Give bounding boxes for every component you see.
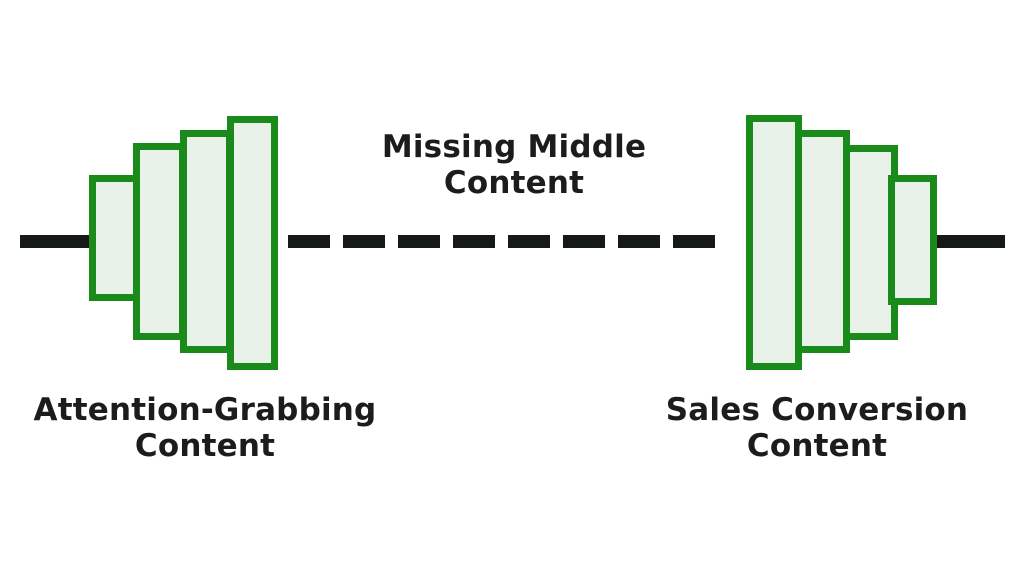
attention-grabbing-content-label: Attention-Grabbing Content — [33, 392, 377, 464]
track-segment-right-solid — [935, 234, 1005, 248]
track-segment-dash-2 — [343, 234, 385, 248]
sales-funnel-bar-1 — [746, 115, 802, 370]
sales-conversion-content-label: Sales Conversion Content — [665, 392, 969, 464]
sales-funnel-bar-4 — [888, 175, 937, 305]
track-segment-dash-8 — [673, 234, 715, 248]
sales-funnel-bar-2 — [795, 130, 850, 353]
track-segment-dash-5 — [508, 234, 550, 248]
track-segment-dash-4 — [453, 234, 495, 248]
track-segment-dash-7 — [618, 234, 660, 248]
attention-funnel-bar-4 — [227, 116, 278, 370]
track-segment-left-solid — [20, 234, 90, 248]
attention-funnel-bar-2 — [133, 143, 186, 340]
track-segment-dash-6 — [563, 234, 605, 248]
track-segment-dash-1 — [288, 234, 330, 248]
track-segment-dash-3 — [398, 234, 440, 248]
missing-middle-content-label: Missing Middle Content — [381, 129, 647, 201]
attention-funnel-bar-3 — [180, 130, 233, 353]
